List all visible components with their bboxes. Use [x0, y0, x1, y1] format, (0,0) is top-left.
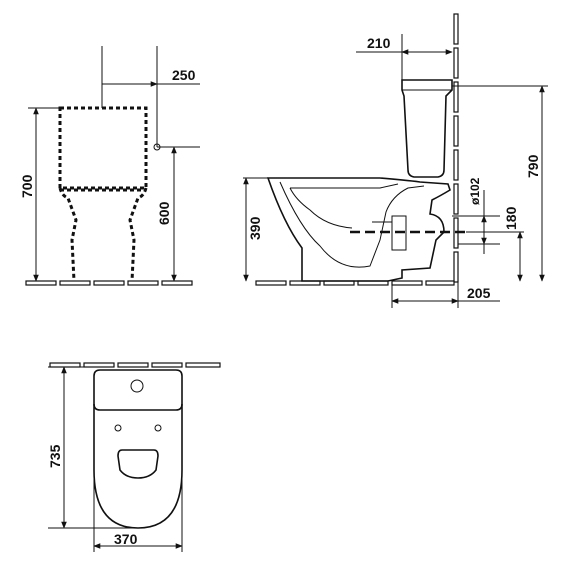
dim-210-label: 210 [367, 35, 391, 51]
dim-102-label: ø102 [468, 177, 482, 205]
top-view: 735 370 [47, 362, 221, 552]
dim-390-label: 390 [247, 216, 263, 240]
dim-600-label: 600 [156, 201, 172, 225]
dim-735-label: 735 [47, 444, 63, 468]
top-flush-button [130, 379, 144, 393]
top-wall [49, 362, 221, 368]
dim-370-label: 370 [114, 531, 138, 547]
top-tank [93, 369, 183, 411]
side-tank [401, 79, 453, 178]
dim-180-label: 180 [503, 206, 519, 230]
top-bowl [93, 404, 183, 529]
top-bowl-opening [117, 449, 159, 479]
side-view: 210 790 390 ø102 180 205 [243, 13, 548, 308]
front-view: 250 700 600 [19, 46, 200, 286]
side-bowl [266, 177, 451, 282]
front-tank-outline [58, 106, 148, 190]
dim-205-label: 205 [467, 285, 491, 301]
side-wall [453, 13, 459, 283]
dim-790-label: 790 [525, 154, 541, 178]
side-fitting [391, 215, 407, 251]
dim-700-label: 700 [19, 174, 35, 198]
dim-250-label: 250 [172, 67, 196, 83]
front-pedestal-outline [58, 187, 148, 282]
front-floor [25, 280, 193, 286]
